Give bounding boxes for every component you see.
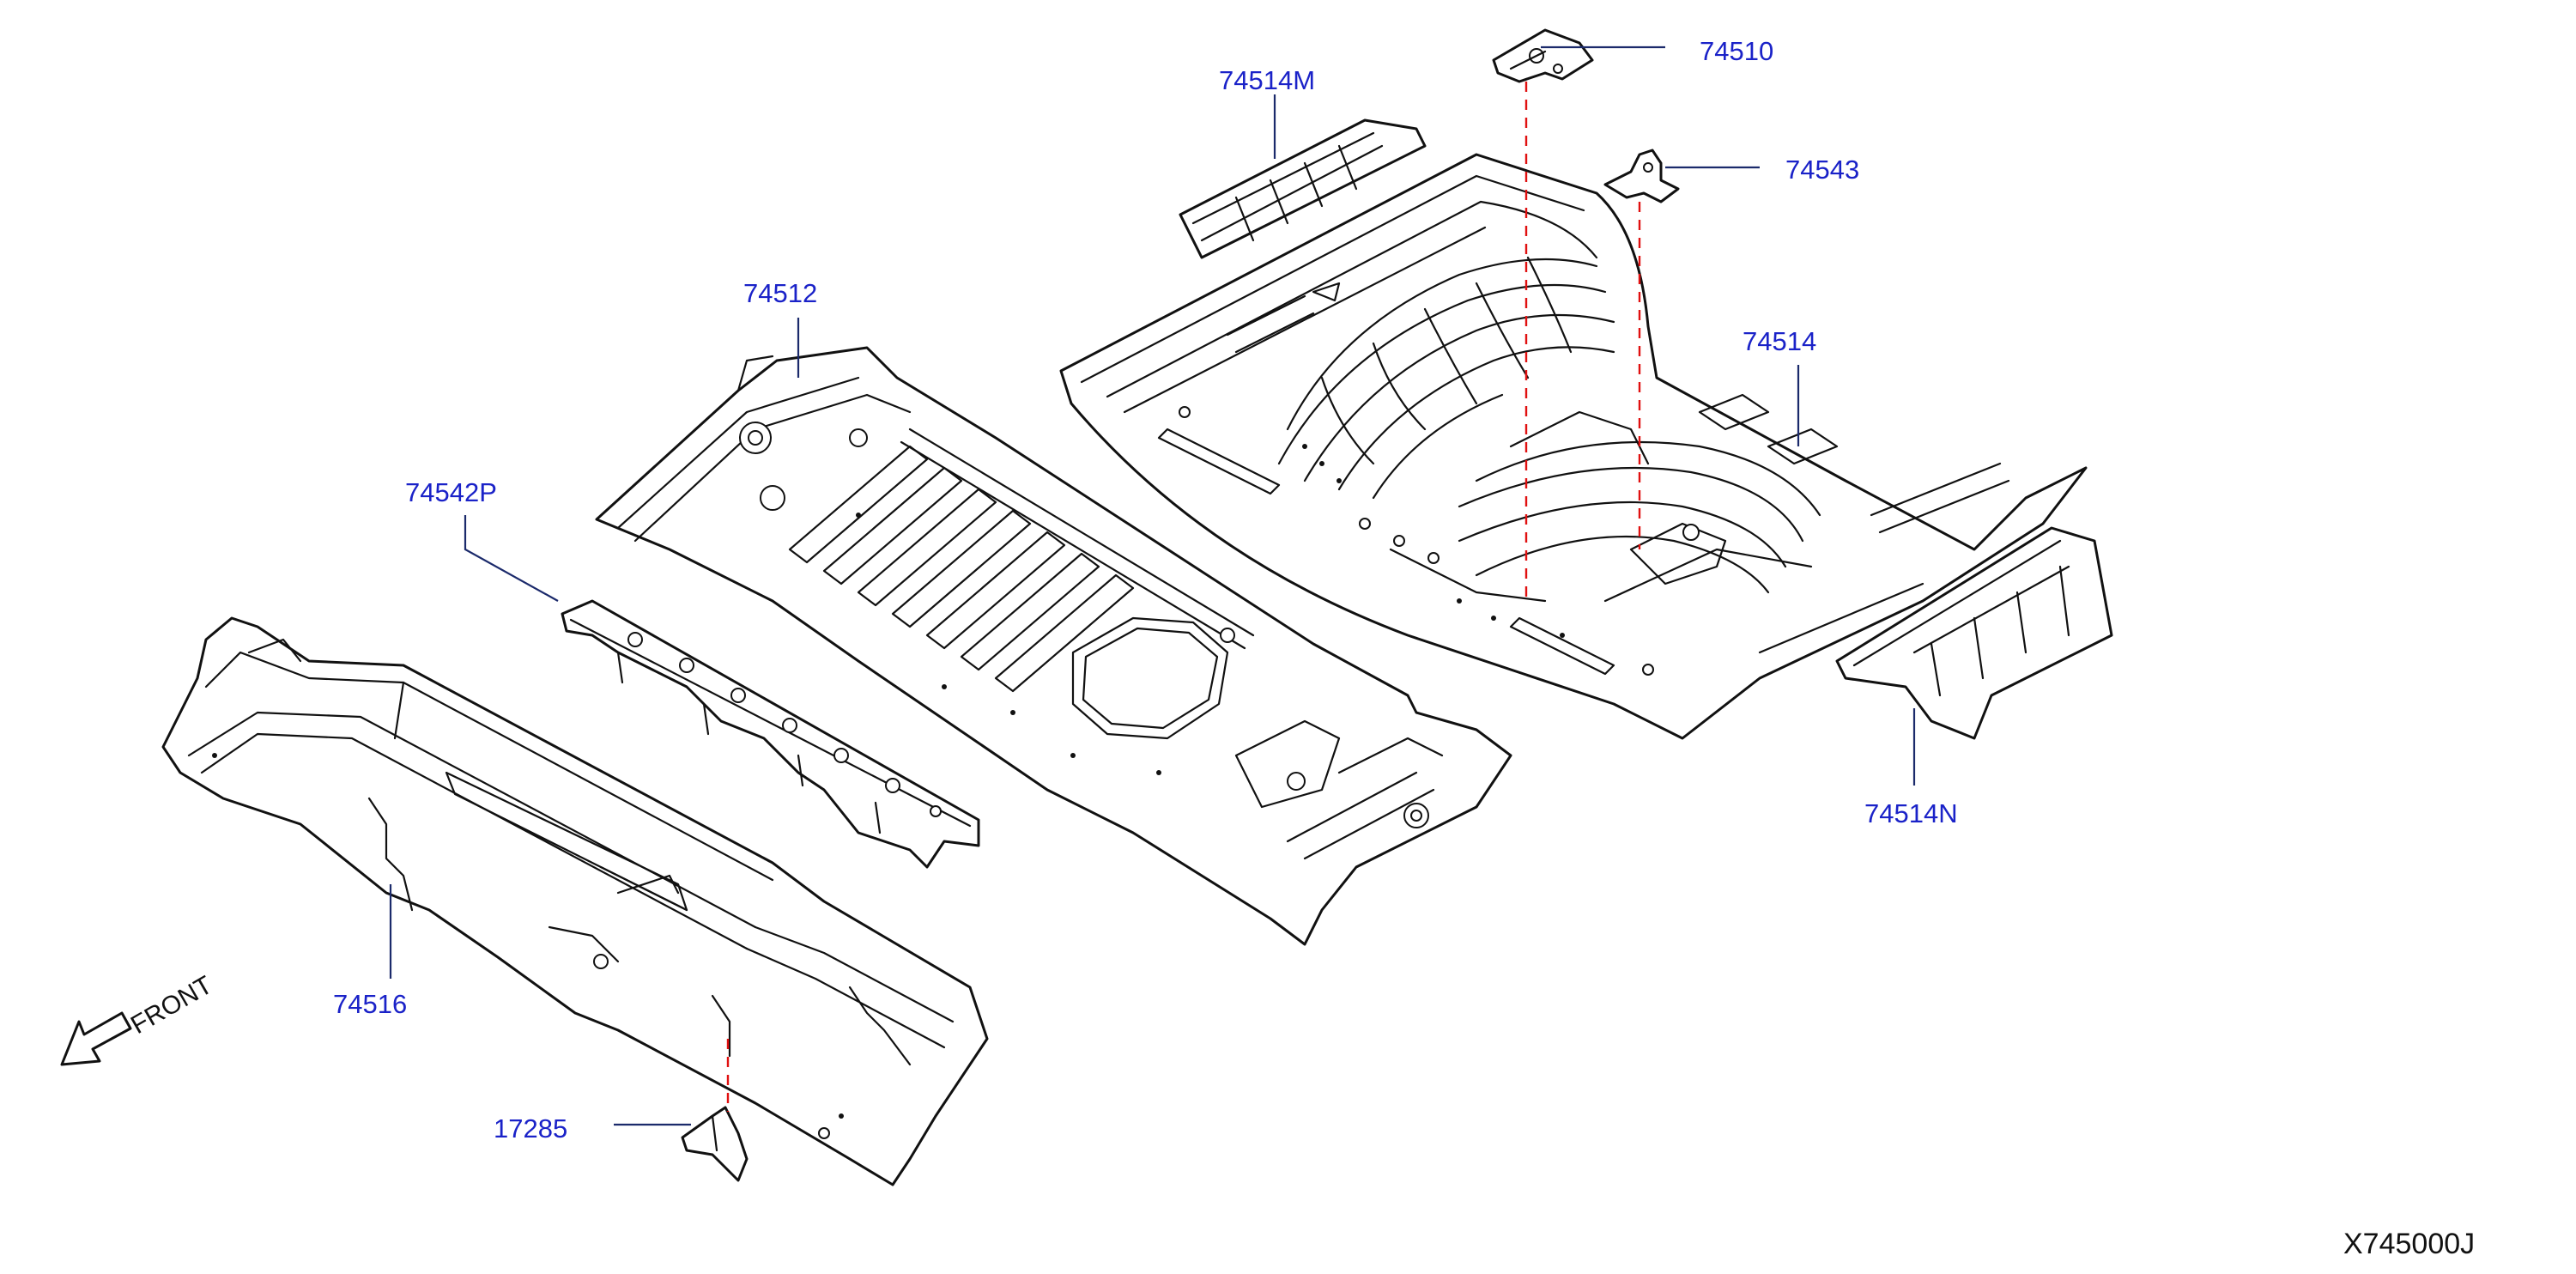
- leader-lines: [389, 46, 1916, 1126]
- bracket-74543[interactable]: [1603, 149, 1680, 203]
- callout-74514[interactable]: 74514: [1743, 326, 1816, 356]
- callout-74516[interactable]: 74516: [333, 989, 407, 1019]
- front-arrow-icon: [60, 1011, 132, 1066]
- reinforcement-74542P[interactable]: [561, 599, 980, 869]
- callout-74514N[interactable]: 74514N: [1864, 798, 1958, 828]
- callout-74514M[interactable]: 74514M: [1219, 65, 1315, 95]
- cross-member-74514M[interactable]: [1179, 118, 1427, 259]
- front-indicator: FRONT: [60, 971, 217, 1066]
- callout-74542P[interactable]: 74542P: [405, 477, 497, 507]
- callout-17285[interactable]: 17285: [494, 1113, 567, 1144]
- center-floor-panel-74512[interactable]: [595, 346, 1512, 946]
- front-label: FRONT: [126, 971, 217, 1040]
- cross-member-74514N[interactable]: [1835, 526, 2113, 740]
- bracket-17285[interactable]: [681, 1106, 749, 1182]
- front-side-member-74516[interactable]: [161, 616, 989, 1186]
- callout-74543[interactable]: 74543: [1785, 155, 1859, 185]
- rear-floor-panel-74514[interactable]: [1059, 153, 2088, 740]
- diagram-reference-code: X745000J: [2343, 1228, 2475, 1260]
- bracket-74510[interactable]: [1492, 28, 1594, 83]
- callout-74512[interactable]: 74512: [743, 278, 817, 308]
- callout-74510[interactable]: 74510: [1700, 36, 1773, 66]
- hidden-lines: [726, 82, 1641, 1112]
- callout-labels: 74510 74514M 74543 74512 74514 74542P 74…: [333, 36, 1958, 1144]
